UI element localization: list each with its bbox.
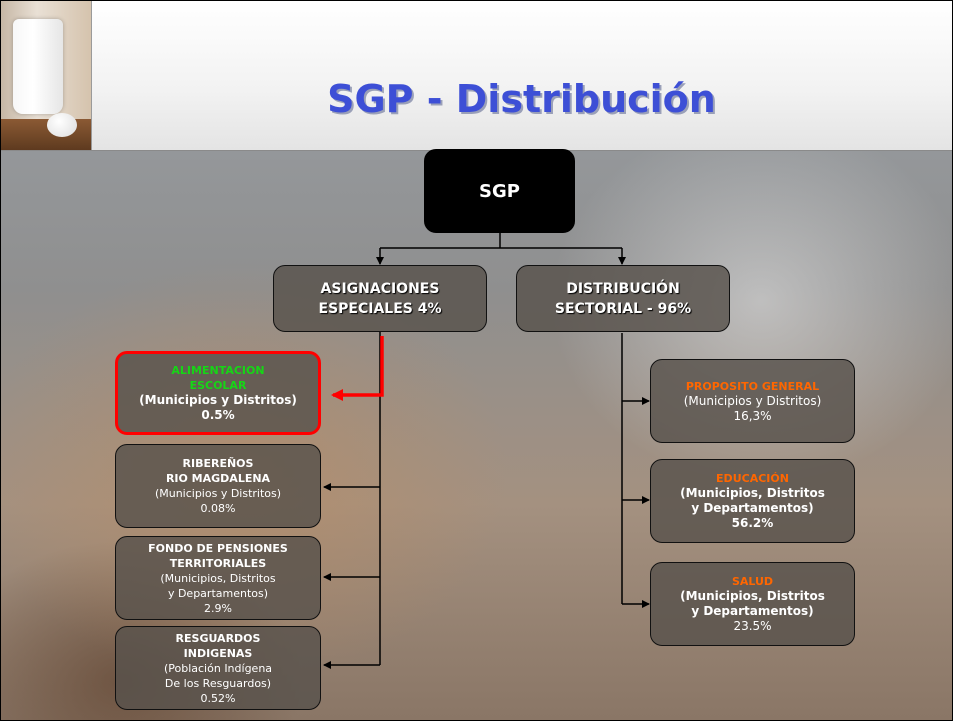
educacion-line2: y Departamentos): [691, 501, 814, 515]
salud-box: SALUD (Municipios, Distritos y Departame…: [650, 562, 855, 646]
riberenos-box: RIBEREÑOS RIO MAGDALENA (Municipios y Di…: [115, 444, 321, 528]
salud-line2: y Departamentos): [691, 604, 814, 618]
sgp-root-box: SGP: [424, 149, 575, 233]
salud-title: SALUD: [731, 575, 774, 588]
riberenos-title2: RIO MAGDALENA: [165, 472, 271, 485]
salud-line3: 23.5%: [733, 619, 772, 633]
resguardos-title1: RESGUARDOS: [175, 631, 261, 645]
pensiones-line1: (Municipios, Distritos: [160, 571, 276, 585]
egg-image: [47, 113, 77, 137]
alimentacion-line2: 0.5%: [201, 408, 235, 422]
resguardos-line3: 0.52%: [200, 691, 236, 705]
educacion-line1: (Municipios, Distritos: [680, 486, 825, 500]
resguardos-line2: De los Resguardos): [164, 676, 272, 690]
pensiones-box: FONDO DE PENSIONES TERRITORIALES (Munici…: [115, 536, 321, 620]
root-connector: [380, 233, 622, 249]
salud-line1: (Municipios, Distritos: [680, 589, 825, 603]
sgp-root-label: SGP: [479, 180, 520, 202]
pensiones-line3: 2.9%: [204, 601, 232, 615]
proposito-line2: 16,3%: [733, 408, 772, 423]
asignaciones-box: ASIGNACIONES ESPECIALES 4%: [273, 265, 487, 332]
educacion-line3: 56.2%: [731, 516, 774, 530]
resguardos-title2: INDIGENAS: [183, 646, 253, 660]
distribucion-box: DISTRIBUCIÓN SECTORIAL - 96%: [516, 265, 730, 332]
riberenos-title1: RIBEREÑOS: [182, 457, 254, 470]
alimentacion-title1: ALIMENTACION: [171, 364, 265, 377]
pensiones-title1: FONDO DE PENSIONES: [148, 541, 288, 555]
milk-photo: [1, 1, 92, 150]
slide-header: SGP - Distribución: [1, 1, 952, 151]
alimentacion-box: ALIMENTACION ESCOLAR (Municipios y Distr…: [115, 351, 321, 435]
riberenos-line1: (Municipios y Distritos): [154, 487, 282, 500]
educacion-title: EDUCACIÓN: [716, 472, 789, 485]
distribucion-line1: DISTRIBUCIÓN: [566, 280, 680, 297]
arrow-to-alimentacion: [331, 336, 384, 401]
asignaciones-line2: ESPECIALES 4%: [318, 300, 442, 317]
resguardos-box: RESGUARDOS INDIGENAS (Población Indígena…: [115, 626, 321, 710]
slide-title: SGP - Distribución: [327, 77, 716, 121]
milk-glass-image: [13, 19, 63, 114]
asignaciones-line1: ASIGNACIONES: [320, 280, 440, 297]
distribucion-line2: SECTORIAL - 96%: [554, 300, 692, 317]
proposito-title: PROPOSITO GENERAL: [685, 379, 820, 393]
proposito-line1: (Municipios y Distritos): [683, 393, 822, 408]
alimentacion-line1: (Municipios y Distritos): [139, 393, 297, 407]
educacion-box: EDUCACIÓN (Municipios, Distritos y Depar…: [650, 459, 855, 543]
pensiones-line2: y Departamentos): [167, 586, 269, 600]
resguardos-line1: (Población Indígena: [163, 661, 273, 675]
pensiones-title2: TERRITORIALES: [169, 556, 267, 570]
alimentacion-title2: ESCOLAR: [189, 379, 247, 392]
proposito-box: PROPOSITO GENERAL (Municipios y Distrito…: [650, 359, 855, 443]
riberenos-line2: 0.08%: [200, 502, 236, 515]
